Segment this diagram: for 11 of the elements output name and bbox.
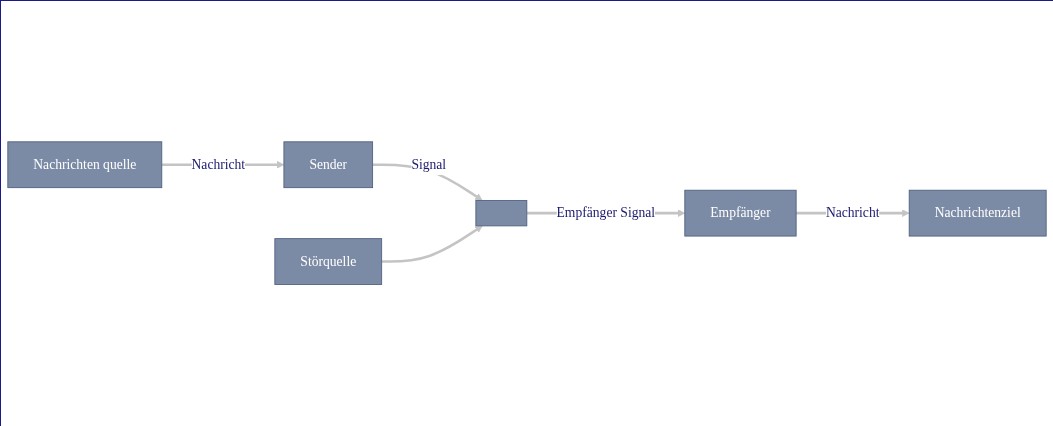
arrow [381, 225, 483, 264]
node-box [475, 200, 528, 227]
edge-label: Nachricht [825, 205, 880, 221]
node-box: Störquelle [274, 238, 383, 286]
edge-label: Empfänger Signal [556, 205, 656, 221]
edge-label: Nachricht [191, 157, 246, 172]
node-box: Sender [283, 141, 374, 189]
node-box: Nachrichtenziel [908, 190, 1047, 237]
node-box: Empfänger [684, 190, 797, 237]
node-box: Nachrichten quelle [7, 141, 163, 189]
edge-label: Signal [411, 157, 447, 172]
